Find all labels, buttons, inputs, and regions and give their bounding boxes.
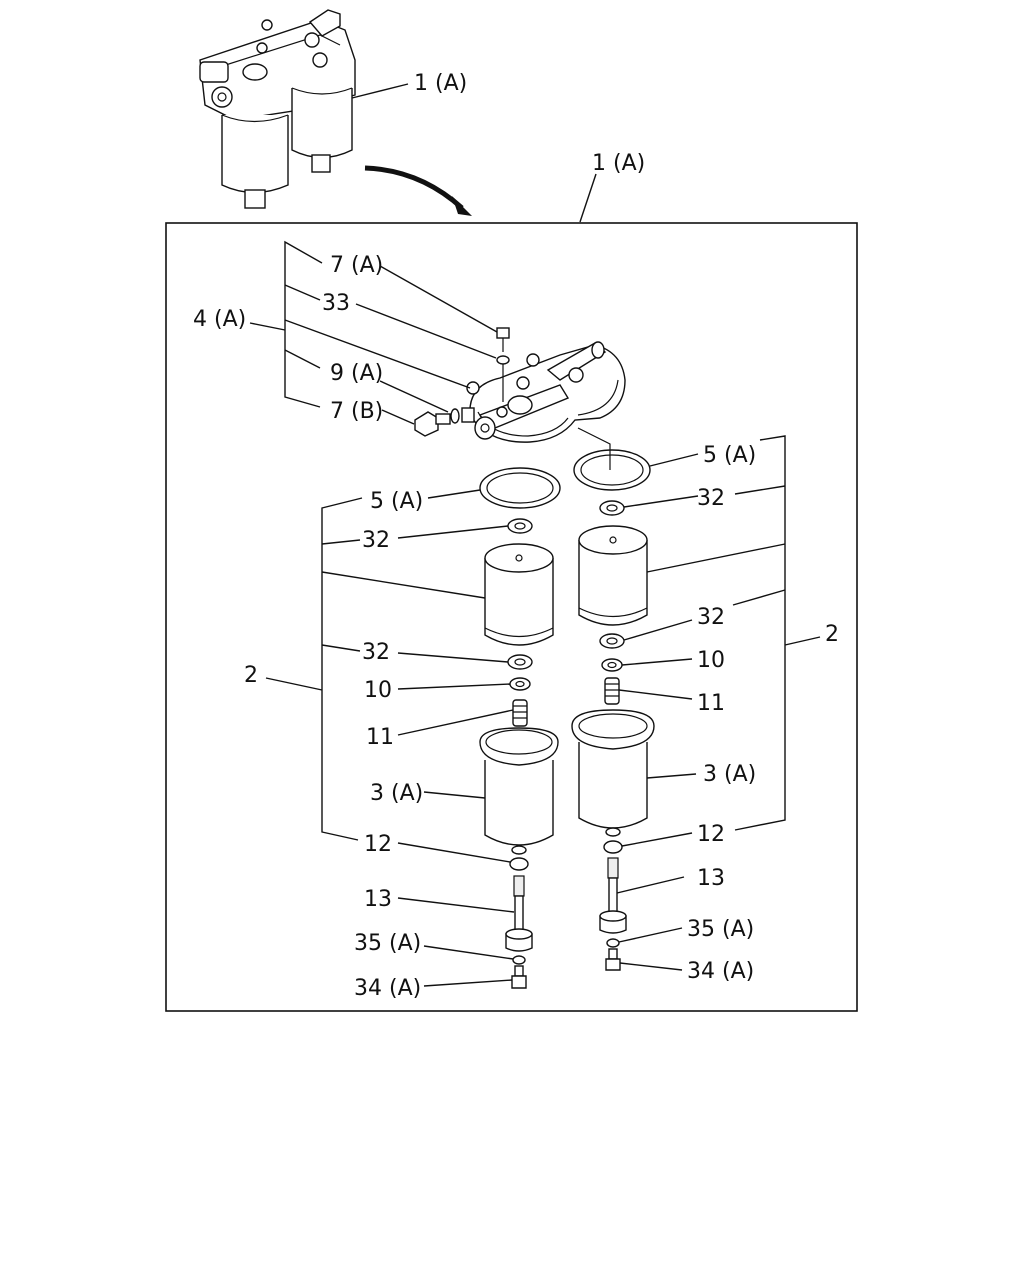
washer-35a-right (606, 938, 620, 948)
label-32-left-top: 32 (362, 528, 390, 553)
label-9a: 9 (A) (330, 361, 383, 386)
label-32-right-top: 32 (697, 486, 725, 511)
label-13-left: 13 (364, 887, 392, 912)
label-10-left: 10 (364, 678, 392, 703)
bowl-3a-right (571, 709, 655, 837)
washer-32-right-bot (599, 633, 625, 649)
screw-7a (496, 327, 510, 402)
o-ring-12-right (603, 840, 623, 854)
label-33: 33 (322, 291, 350, 316)
label-1a-top: 1 (A) (414, 71, 467, 96)
washer-32-left-top (507, 518, 533, 534)
label-7b: 7 (B) (330, 399, 383, 424)
label-13-right: 13 (697, 866, 725, 891)
filter-head (466, 341, 626, 443)
center-bolt-13-right (599, 857, 627, 934)
label-7a: 7 (A) (330, 253, 383, 278)
filter-element-right (578, 525, 648, 626)
label-10-right: 10 (697, 648, 725, 673)
label-11-right: 11 (697, 691, 725, 716)
label-4a: 4 (A) (193, 307, 246, 332)
label-32-right-bot: 32 (697, 605, 725, 630)
label-32-left-bot: 32 (362, 640, 390, 665)
bolt-7b (414, 407, 475, 437)
assembly-frame (165, 222, 858, 1012)
plug-34a-right (605, 948, 621, 971)
label-34a-left: 34 (A) (354, 976, 421, 1001)
label-5a-right: 5 (A) (703, 443, 756, 468)
plug-34a-left (511, 965, 527, 989)
label-3a-left: 3 (A) (370, 781, 423, 806)
label-34a-right: 34 (A) (687, 959, 754, 984)
label-2-left: 2 (244, 663, 258, 688)
washer-32-right-top (599, 500, 625, 516)
bracket-2-left (321, 497, 363, 841)
filter-element-left (484, 543, 554, 646)
arrow-icon (364, 165, 472, 216)
washer-35a-left (512, 955, 526, 965)
o-ring-5a-right (573, 449, 651, 491)
label-5a-left: 5 (A) (370, 489, 423, 514)
label-12-left: 12 (364, 832, 392, 857)
label-2-right: 2 (825, 622, 839, 647)
washer-10-left (509, 677, 531, 691)
center-bolt-13-left (505, 875, 533, 952)
label-1a-box: 1 (A) (592, 151, 645, 176)
label-11-left: 11 (366, 725, 394, 750)
label-3a-right: 3 (A) (703, 762, 756, 787)
label-35a-right: 35 (A) (687, 917, 754, 942)
washer-32-left-bot (507, 654, 533, 670)
label-12-right: 12 (697, 822, 725, 847)
bracket-4a (284, 240, 323, 408)
bracket-2-right (734, 435, 786, 831)
spring-11-right (604, 677, 620, 705)
label-35a-left: 35 (A) (354, 931, 421, 956)
o-ring-5a-left (479, 467, 561, 509)
washer-10-right (601, 658, 623, 672)
spring-11-left (512, 699, 528, 727)
assembled-filter-illustration (199, 9, 356, 209)
o-ring-12-left (509, 857, 529, 871)
bowl-3a-left (479, 727, 559, 855)
